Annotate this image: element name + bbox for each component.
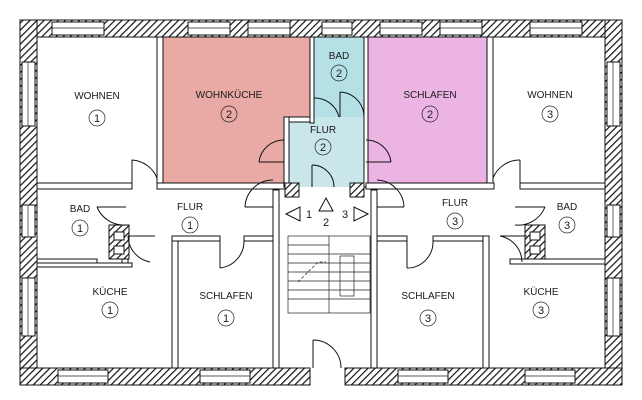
room-unit-schlafen-2: 2	[427, 109, 433, 121]
room-unit-bad-2: 2	[336, 68, 342, 80]
interior-walls	[36, 36, 606, 369]
unit-circle	[419, 309, 437, 327]
room-unit-bad-3: 3	[564, 220, 570, 232]
unit-circle	[71, 219, 89, 237]
room-unit-wohnen-3: 3	[547, 109, 553, 121]
landing-markers: 1 2 3	[284, 196, 370, 229]
unit-circle	[532, 301, 550, 319]
landing-label-left: 1	[306, 209, 312, 221]
room-unit-wohnen-1: 1	[94, 113, 100, 125]
room-name-schlafen-3: SCHLAFEN	[401, 291, 454, 302]
room-name-wohnen-3: WOHNEN	[527, 90, 573, 101]
room-name-wohnen-1: WOHNEN	[74, 91, 120, 102]
windows	[21, 21, 621, 384]
landing-arrow-up-icon	[318, 196, 334, 212]
schlafen-2-fill	[366, 37, 490, 184]
landing-arrow-left-icon	[284, 206, 301, 222]
room-name-kuche-1: KÜCHE	[92, 286, 127, 298]
room-name-flur-1: FLUR	[177, 202, 203, 213]
room-unit-flur-1: 1	[187, 220, 193, 232]
room-unit-flur-2: 2	[320, 142, 326, 154]
room-unit-flur-3: 3	[452, 216, 458, 228]
landing-label-right: 3	[342, 209, 348, 221]
unit-circle	[101, 301, 119, 319]
room-unit-bad-1: 1	[77, 223, 83, 235]
unit-circle	[446, 212, 464, 230]
landing-arrow-right-icon	[353, 206, 370, 222]
room-unit-schlafen-1: 1	[223, 313, 229, 325]
room-name-kuche-3: KÜCHE	[523, 286, 558, 298]
unit-circle	[217, 309, 235, 327]
room-unit-wohnkueche-2: 2	[226, 109, 232, 121]
unit-circle	[541, 105, 559, 123]
room-name-bad-2: BAD	[329, 51, 350, 62]
room-name-bad-1: BAD	[70, 204, 91, 215]
unit-circle	[181, 216, 199, 234]
staircase	[287, 235, 371, 314]
room-name-schlafen-1: SCHLAFEN	[199, 291, 252, 302]
room-name-bad-3: BAD	[557, 202, 578, 213]
unit-circle	[220, 105, 238, 123]
landing-label-center: 2	[323, 217, 329, 229]
room-labels: WOHNEN 1 WOHNKÜCHE 2 BAD 2 SCHLAFEN 2 WO…	[70, 51, 578, 327]
room-unit-kuche-1: 1	[107, 305, 113, 317]
room-name-flur-2: FLUR	[310, 125, 336, 136]
unit-circle	[558, 216, 576, 234]
unit-circle	[421, 105, 439, 123]
room-name-flur-3: FLUR	[442, 198, 468, 209]
room-unit-kuche-3: 3	[538, 305, 544, 317]
flur-2-fill	[288, 117, 366, 187]
unit-circle	[330, 64, 348, 82]
door-swings	[96, 91, 546, 369]
unit-circle	[88, 109, 106, 127]
room-name-schlafen-2: SCHLAFEN	[403, 90, 456, 101]
unit-circle	[314, 138, 332, 156]
room-name-wohnkueche-2: WOHNKÜCHE	[196, 89, 263, 101]
room-unit-schlafen-3: 3	[425, 313, 431, 325]
